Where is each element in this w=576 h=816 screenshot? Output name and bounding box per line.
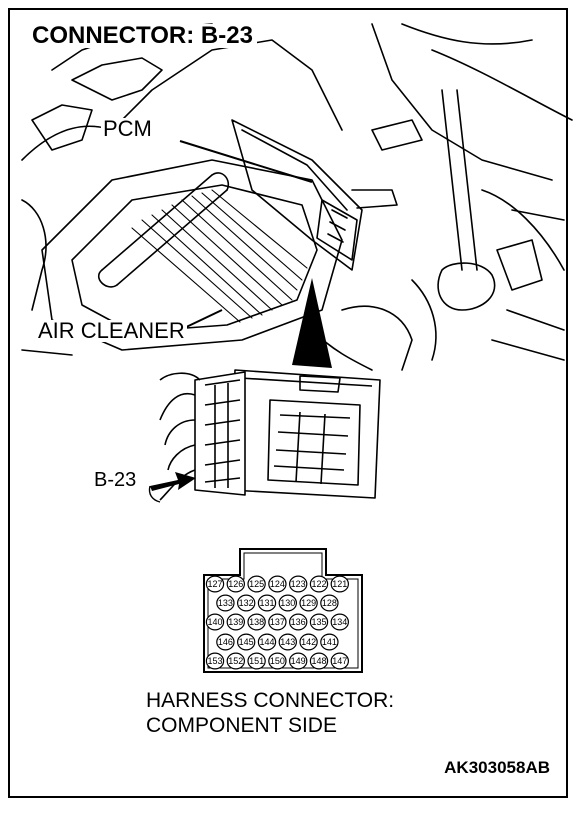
connector-pin-number: 139 [228,617,243,627]
engine-bay-illustration [21,23,573,371]
connector-pin-number: 143 [280,637,295,647]
connector-pin [257,594,277,612]
connector-pin [226,575,245,593]
connector-pin-number: 124 [270,579,285,589]
connector-pin-number: 145 [239,637,254,647]
connector-pin [278,594,297,612]
connector-pin [299,594,318,612]
figure-code: AK303058AB [444,758,550,777]
connector-pin-number: 134 [332,617,347,627]
page-title: CONNECTOR: B-23 [28,24,257,48]
connector-pin-number: 141 [322,637,337,647]
connector-pin-number: 129 [301,598,316,608]
connector-pin-number: 144 [259,637,274,647]
connector-pin-number: 122 [311,579,326,589]
connector-pin-number: 127 [207,579,222,589]
connector-pin-number: 137 [270,617,285,627]
harness-caption-line2: COMPONENT SIDE [146,713,337,737]
connector-pin-number: 136 [291,617,306,627]
connector-pin [320,594,339,612]
connector-pin-number: 140 [207,617,222,627]
connector-pin-number: 128 [322,598,337,608]
connector-pin [257,633,277,651]
connector-pin-number: 130 [280,598,295,608]
connector-pin-number: 126 [228,579,243,589]
connector-pin [289,652,308,670]
connector-pin [268,575,287,593]
connector-pin [330,613,349,631]
connector-pin [309,575,329,593]
connector-pin [289,575,308,593]
connector-pin [268,652,287,670]
connector-pin [320,633,339,651]
connector-pin [205,652,225,670]
connector-pin [289,613,308,631]
connector-pin [236,594,256,612]
connector-pin [226,613,245,631]
connector-pin-number: 125 [249,579,264,589]
connector-pin [247,575,266,593]
connector-pin [216,633,235,651]
connector-callout-label: B-23 [94,469,137,491]
connector-pin-number: 151 [249,656,264,666]
connector-pin-number: 132 [239,598,254,608]
connector-pin-number: 138 [249,617,264,627]
connector-pin [226,652,245,670]
connector-pin [309,613,329,631]
connector-pin [268,613,287,631]
connector-pin [330,652,349,670]
connector-pin [205,575,225,593]
pcm-label: PCM [101,116,154,141]
harness-caption-line1: HARNESS CONNECTOR: [146,689,395,712]
connector-pin [247,613,266,631]
connector-pin-number: 148 [311,656,326,666]
connector-pin [216,594,235,612]
connector-pin-number: 152 [228,656,243,666]
connector-pin-number: 146 [218,637,233,647]
air-cleaner-label: AIR CLEANER [36,318,187,343]
connector-pin [205,613,225,631]
connector-pin-number: 123 [291,579,306,589]
connector-pin [278,633,297,651]
connector-pin-number: 142 [301,637,316,647]
connector-pin [309,652,329,670]
connector-pin [299,633,318,651]
connector-pin [236,633,256,651]
connector-pin-number: 153 [207,656,222,666]
connector-pin-number: 133 [218,598,233,608]
connector-pin-number: 121 [332,579,347,589]
connector-pin [247,652,266,670]
harness-connector-caption: HARNESS CONNECTOR: COMPONENT SIDE [146,689,394,739]
connector-pin [330,575,349,593]
connector-pin-number: 131 [259,598,274,608]
connector-pin-number: 135 [311,617,326,627]
connector-pin-number: 147 [332,656,347,666]
connector-pin-number: 149 [291,656,306,666]
connector-pin-number: 150 [270,656,285,666]
